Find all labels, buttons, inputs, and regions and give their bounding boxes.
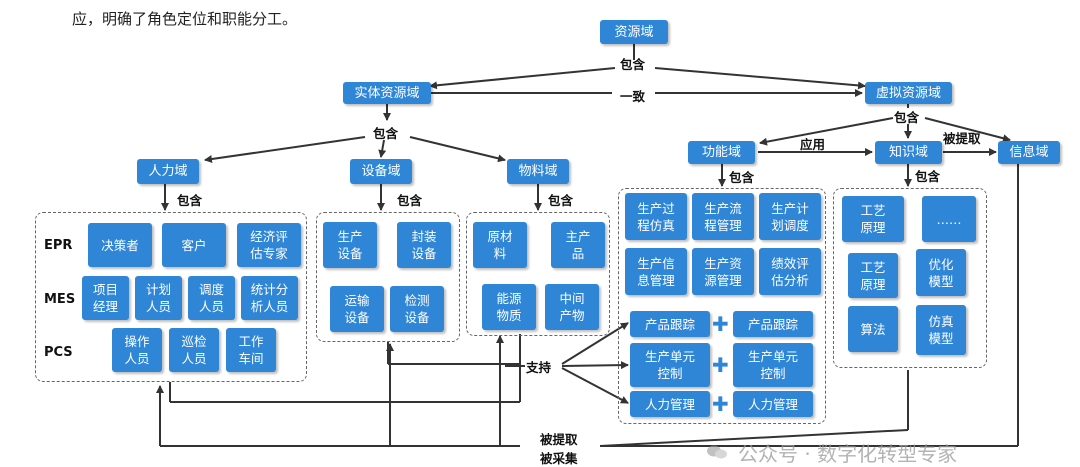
row-label-epr: EPR [44, 238, 73, 253]
node-resource-domain: 资源域 [600, 20, 668, 44]
edge-contains-to-material [409, 136, 506, 163]
plus-icon: ✚ [712, 312, 729, 336]
label-contains-virtual: 包含 [894, 110, 920, 125]
equipment-box: 运输 设备 [330, 286, 384, 332]
group-knowledge [833, 188, 987, 368]
human-box: 决策者 [88, 223, 152, 267]
plus-icon: ✚ [712, 392, 729, 416]
group-human [35, 212, 307, 382]
wechat-icon [707, 445, 727, 459]
function-box: 绩效评 估分析 [759, 248, 821, 295]
group-material [466, 212, 610, 336]
label-contains-material: 包含 [548, 193, 574, 208]
knowledge-box: 仿真 模型 [916, 305, 966, 355]
node-knowledge-domain: 知识域 [875, 141, 942, 164]
node-virtual-domain: 虚拟资源域 [865, 82, 952, 104]
function-pair-right: 产品跟踪 [733, 311, 813, 337]
material-box: 原材 料 [473, 222, 527, 268]
edge-support-to-control [561, 361, 629, 370]
row-label-mes: MES [44, 292, 76, 307]
function-pair-right: 人力管理 [733, 391, 813, 417]
function-box: 生产过 程仿真 [625, 193, 687, 240]
function-pair-right: 生产单元 控制 [733, 343, 813, 387]
row-label-pcs: PCS [44, 345, 73, 360]
human-box: 统计分 析人员 [241, 276, 298, 320]
knowledge-box: 工艺 原理 [842, 196, 904, 242]
node-material-domain: 物料域 [507, 159, 569, 184]
function-box: 生产计 划调度 [759, 193, 821, 240]
material-box: 主产 品 [551, 222, 605, 268]
material-box: 能源 物质 [482, 284, 536, 330]
label-extracted: 被提取 [943, 131, 981, 146]
edge-contains-to-human [204, 136, 366, 163]
label-contains-equipment: 包含 [397, 193, 423, 208]
human-box: 调度 人员 [188, 276, 235, 320]
label-contains-function: 包含 [729, 170, 755, 185]
edge-support-to-hr [561, 367, 629, 404]
function-pair-left: 生产单元 控制 [630, 343, 710, 387]
edge-contains-to-equipment [378, 139, 387, 158]
human-box: 经济评 估专家 [237, 223, 301, 267]
group-function [618, 188, 826, 424]
function-pair-left: 产品跟踪 [630, 311, 710, 337]
label-apply: 应用 [800, 137, 826, 152]
label-collected-bottom: 被采集 [540, 451, 578, 466]
knowledge-box: 算法 [848, 306, 898, 352]
edge-resource-to-physical [429, 67, 616, 90]
label-consistent: 一致 [620, 89, 646, 104]
intro-text: 应，明确了角色定位和职能分工。 [72, 10, 298, 28]
node-info-domain: 信息域 [998, 141, 1060, 164]
knowledge-box: 工艺 原理 [848, 253, 898, 298]
label-contains-human: 包含 [177, 193, 203, 208]
plus-icon: ✚ [712, 353, 729, 377]
function-pair-left: 人力管理 [630, 391, 710, 417]
human-box: 巡检 人员 [169, 328, 219, 372]
watermark: 公众号 · 数字化转型专家 [738, 442, 958, 466]
node-equipment-domain: 设备域 [350, 159, 412, 184]
node-human-domain: 人力域 [137, 159, 199, 184]
edge-virtual-to-info [924, 117, 1011, 143]
human-box: 客户 [162, 223, 226, 267]
human-box: 计划 人员 [135, 276, 182, 320]
edge-knowledge-feedback [599, 429, 909, 447]
human-box: 工作 车间 [226, 328, 276, 372]
node-function-domain: 功能域 [688, 141, 755, 164]
node-physical-domain: 实体资源域 [343, 82, 431, 104]
equipment-box: 检测 设备 [390, 286, 444, 332]
label-contains-knowledge: 包含 [915, 169, 941, 184]
human-box: 项目 经理 [82, 276, 129, 320]
edge-virtual-to-function [759, 117, 894, 146]
function-box: 生产信 息管理 [625, 248, 687, 295]
label-extracted-bottom: 被提取 [540, 432, 578, 447]
label-contains-top: 包含 [620, 57, 646, 72]
human-box: 操作 人员 [112, 328, 162, 372]
knowledge-box: 优化 模型 [916, 249, 966, 296]
function-box: 生产流 程管理 [692, 193, 754, 240]
knowledge-box: …… [922, 196, 976, 242]
group-equipment [316, 212, 460, 342]
material-box: 中间 产物 [545, 284, 599, 330]
label-contains-physical: 包含 [373, 126, 399, 141]
edge-resource-to-virtual [654, 67, 866, 90]
equipment-box: 封装 设备 [397, 222, 451, 268]
label-support: 支持 [526, 360, 552, 375]
edge-support-to-tracking [561, 322, 629, 365]
equipment-box: 生产 设备 [323, 222, 377, 268]
function-box: 生产资 源管理 [692, 248, 754, 295]
